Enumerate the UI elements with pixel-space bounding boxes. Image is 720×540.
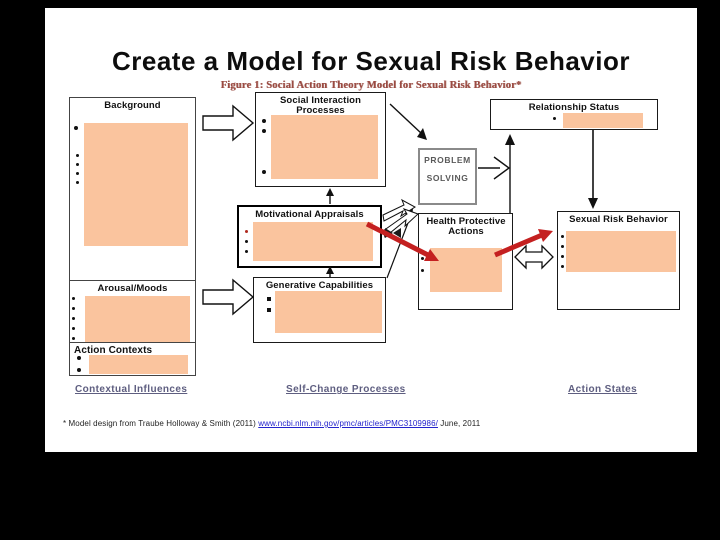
box-social-interaction: Social Interaction Processes (255, 92, 386, 187)
bullet-dot (245, 250, 248, 253)
redacted-text-block (84, 123, 188, 246)
bowtie-icon (385, 228, 401, 238)
label-self-change-processes[interactable]: Self-Change Processes (286, 384, 406, 395)
bullet-dot-red (245, 230, 248, 233)
arrow-motivational-to-problem-b (382, 208, 419, 238)
arrow-arousal-to-generative (202, 278, 255, 316)
box-problem-solving-line2: SOLVING (426, 173, 469, 183)
bullet-dot (76, 172, 79, 175)
redacted-text-block (271, 115, 378, 179)
bullet-dot (561, 245, 564, 248)
arrow-problem-to-status-line (478, 156, 511, 180)
redacted-text-block (430, 248, 502, 292)
bullet-dot (421, 269, 424, 272)
bullet-dot (262, 129, 266, 133)
bullet-dot (72, 327, 75, 330)
bullet-dot (77, 356, 81, 360)
bullet-dot (262, 170, 266, 174)
footnote-suffix: June, 2011 (437, 419, 481, 428)
bullet-dot (267, 308, 271, 312)
redacted-text-block (563, 113, 643, 128)
box-generative-capabilities: Generative Capabilities (253, 277, 386, 343)
bullet-dot (72, 317, 75, 320)
arrow-background-to-social (202, 104, 255, 142)
box-relationship-status-title: Relationship Status (528, 102, 620, 113)
bullet-dot (76, 163, 79, 166)
bullet-dot (553, 117, 556, 120)
box-sexual-risk-behavior-title: Sexual Risk Behavior (569, 214, 668, 225)
double-arrow-health-sexual (514, 244, 554, 270)
bullet-dot (421, 257, 424, 260)
box-health-protective: Health Protective Actions (418, 213, 513, 310)
slide-title: Create a Model for Sexual Risk Behavior (111, 46, 630, 76)
bullet-dot (72, 307, 75, 310)
box-motivational-appraisals: Motivational Appraisals (237, 205, 382, 268)
bullet-dot (76, 181, 79, 184)
footnote: * Model design from Traube Holloway & Sm… (63, 419, 480, 428)
box-arousal-moods: Arousal/Moods (69, 280, 196, 343)
redacted-text-block (253, 222, 373, 261)
bullet-dot (74, 126, 78, 130)
footnote-prefix: * Model design from Traube Holloway & Sm… (63, 419, 259, 428)
bullet-dot (262, 119, 266, 123)
box-problem-solving: PROBLEM SOLVING (418, 148, 477, 205)
bullet-dot (267, 297, 271, 301)
bullet-dot (245, 240, 248, 243)
redacted-text-block (566, 231, 676, 272)
redacted-text-block (85, 296, 190, 342)
bullet-dot (561, 235, 564, 238)
bullet-dot (561, 255, 564, 258)
arrow-motivational-to-problem-a (382, 198, 416, 222)
bullet-dot (561, 265, 564, 268)
redacted-text-block (89, 355, 188, 374)
bullet-dot (72, 337, 75, 340)
box-problem-solving-line1: PROBLEM (424, 155, 471, 165)
footnote-link[interactable]: www.ncbi.nlm.nih.gov/pmc/articles/PMC310… (258, 419, 438, 428)
box-generative-capabilities-title: Generative Capabilities (265, 280, 374, 291)
box-motivational-appraisals-title: Motivational Appraisals (255, 209, 364, 220)
box-background-title: Background (104, 100, 161, 111)
bullet-dot (72, 297, 75, 300)
figure-caption: Figure 1: Social Action Theory Model for… (220, 80, 522, 91)
box-arousal-moods-title: Arousal/Moods (97, 283, 168, 294)
box-background: Background (69, 97, 196, 281)
box-action-contexts: Action Contexts (69, 342, 196, 376)
box-social-interaction-title: Social Interaction Processes (280, 95, 361, 116)
box-sexual-risk-behavior: Sexual Risk Behavior (557, 211, 680, 310)
redacted-text-block (275, 291, 382, 333)
bullet-dot (76, 154, 79, 157)
arrow-health-to-relationship (505, 134, 515, 213)
arrow-motivational-to-social (326, 188, 334, 204)
arrow-social-to-problem (389, 103, 427, 140)
box-relationship-status: Relationship Status (490, 99, 658, 130)
box-action-contexts-title: Action Contexts (74, 345, 153, 356)
label-action-states[interactable]: Action States (568, 384, 638, 395)
label-contextual-influences[interactable]: Contextual Influences (75, 384, 188, 395)
box-health-protective-title: Health Protective Actions (426, 216, 506, 237)
arrow-relationship-to-sexual (588, 130, 598, 209)
arrow-generative-to-problem (386, 208, 413, 279)
bullet-dot (77, 368, 81, 372)
